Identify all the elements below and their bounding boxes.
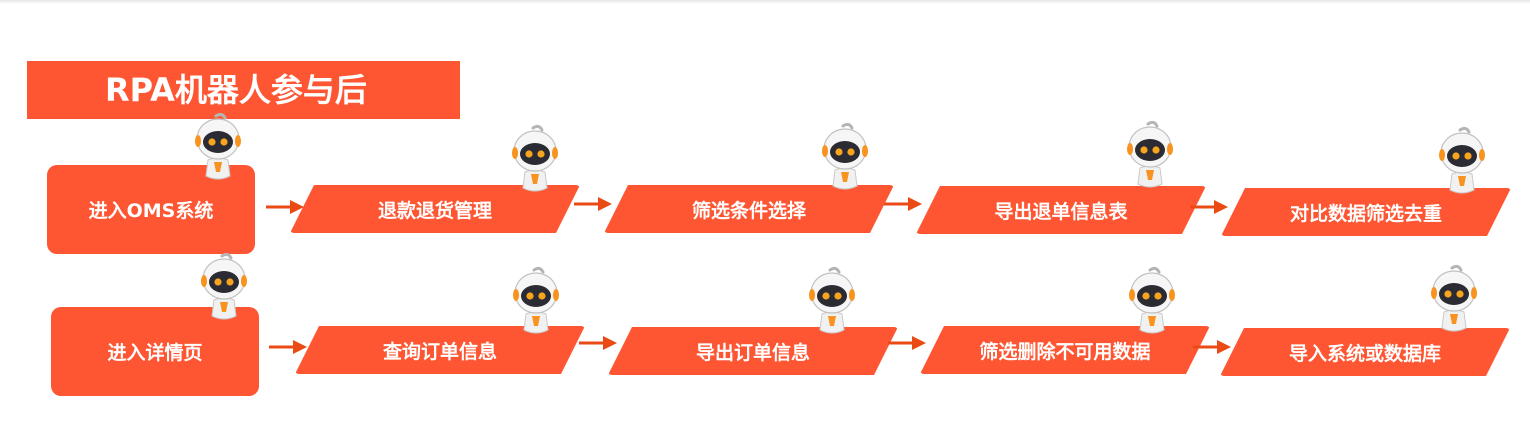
step-export-order: 导出订单信息 [608,327,898,375]
right-arrow-icon [269,340,307,354]
start-box-label: 进入详情页 [107,342,203,364]
parallelogram-shape [608,327,898,375]
right-arrow-icon [1190,200,1228,214]
page-title: RPA机器人参与后 [105,71,367,109]
robot-mascot-icon [1127,120,1173,188]
robot-mascot-icon [201,252,247,320]
step-label: 筛选条件选择 [691,199,806,222]
step-import-system: 导入系统或数据库 [1220,328,1510,376]
right-arrow-icon [574,197,612,211]
start-box-details: 进入详情页 [51,307,259,396]
robot-mascot-icon [809,266,855,334]
robot-mascot-icon [195,112,241,180]
step-label: 导入系统或数据库 [1288,342,1441,365]
robot-mascot-icon [512,124,558,192]
step-filter-delete-invalid: 筛选删除不可用数据 [920,326,1210,374]
start-box-oms: 进入OMS系统 [47,165,255,254]
step-label: 导出订单信息 [695,341,810,364]
parallelogram-shape [920,326,1210,374]
step-filter-conditions: 筛选条件选择 [604,185,894,233]
step-label: 退款退货管理 [377,199,492,222]
parallelogram-shape [295,326,585,374]
step-compare-dedupe: 对比数据筛选去重 [1221,188,1511,236]
step-label: 查询订单信息 [382,340,497,363]
robot-mascot-icon [822,122,868,190]
start-box-label: 进入OMS系统 [88,200,214,222]
step-label: 导出退单信息表 [994,200,1128,223]
step-label: 对比数据筛选去重 [1289,202,1442,225]
right-arrow-icon [1193,340,1231,354]
right-arrow-icon [579,336,617,350]
right-arrow-icon [884,197,922,211]
top-divider [0,0,1530,4]
step-export-return-table: 导出退单信息表 [916,186,1206,234]
parallelogram-shape [1220,328,1510,376]
step-label: 筛选删除不可用数据 [979,340,1151,363]
parallelogram-shape [916,186,1206,234]
step-refund-management: 退款退货管理 [290,185,580,233]
right-arrow-icon [888,336,926,350]
robot-mascot-icon [1439,126,1485,194]
step-query-order: 查询订单信息 [295,326,585,374]
robot-mascot-icon [1431,264,1477,332]
parallelogram-shape [604,185,894,233]
robot-mascot-icon [1129,266,1175,334]
parallelogram-shape [1221,188,1511,236]
parallelogram-shape [290,185,580,233]
title-banner: RPA机器人参与后 [27,61,460,119]
robot-mascot-icon [513,266,559,334]
right-arrow-icon [266,200,304,214]
